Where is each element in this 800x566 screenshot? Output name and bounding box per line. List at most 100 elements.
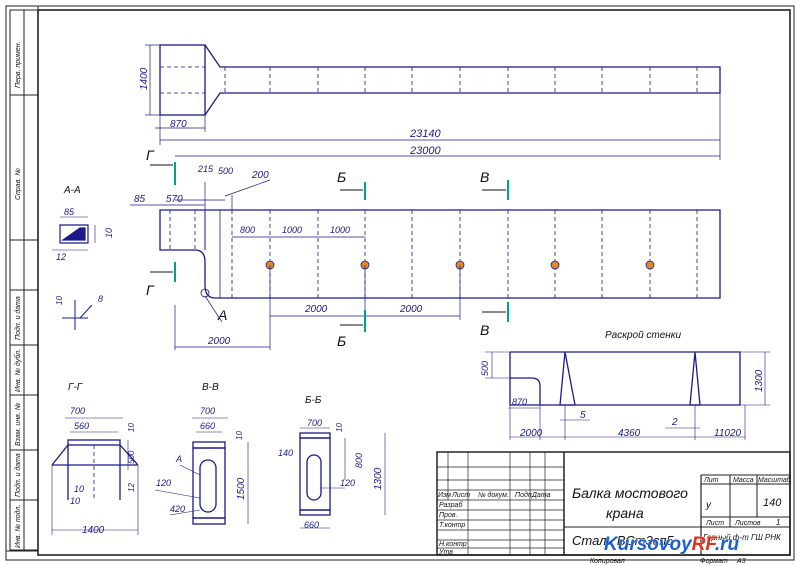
stamp-list: Лист <box>451 492 470 499</box>
vv-dim-700: 700 <box>200 406 215 416</box>
section-mark-g-bottom: Г <box>146 282 155 298</box>
side-stamp-label: Инв. № дубл. <box>14 349 22 392</box>
gg-dim-10-c: 10 <box>70 496 80 506</box>
section-vv-title: В-В <box>202 382 219 393</box>
dim-570: 570 <box>166 194 183 205</box>
razkroy-view <box>485 351 770 440</box>
dim-800: 800 <box>240 225 255 235</box>
mass-label: Масса <box>733 477 754 484</box>
aa-dim-12: 12 <box>56 252 66 262</box>
detail-weld <box>62 300 93 330</box>
section-mark-v-bottom: В <box>480 322 489 338</box>
razkroy-dim-870: 870 <box>512 397 527 407</box>
razkroy-dim-1300: 1300 <box>754 369 765 392</box>
stamp-tkontr: Т.контр <box>439 522 465 529</box>
side-stamp-label: Подп. и дата <box>14 296 22 340</box>
watermark-logo: KursovoyRF.ru <box>604 534 740 556</box>
scale-label: Масштаб <box>758 476 792 484</box>
dim-500: 500 <box>218 166 233 176</box>
copied-label: Копировал <box>590 558 625 565</box>
bb-dim-120: 120 <box>340 478 355 488</box>
side-stamp-label: Перв. примен. <box>15 41 22 88</box>
section-vv <box>154 417 249 525</box>
bb-dim-800: 800 <box>354 453 364 468</box>
dim-200: 200 <box>251 170 269 181</box>
stamp-prov: Пров. <box>439 512 458 519</box>
dim-870: 870 <box>170 119 187 130</box>
dim-2000-c: 2000 <box>207 336 231 347</box>
bb-dim-660: 660 <box>304 520 319 530</box>
side-stamp-label: Справ. № <box>15 168 22 200</box>
vv-dim-660: 660 <box>200 421 215 431</box>
sheets-count: 1 <box>776 518 780 527</box>
drawing-title-line1: Балка мостового <box>572 485 688 501</box>
watermark-part1: Kursovoy <box>604 534 693 555</box>
dim-2000-a: 2000 <box>304 304 328 315</box>
stamp-izm: Изм <box>438 492 451 499</box>
dim-23000: 23000 <box>409 145 441 157</box>
section-gg <box>51 417 139 535</box>
dim-23140: 23140 <box>409 128 441 140</box>
side-stamp-label: Подп. и дата <box>14 453 22 497</box>
section-mark-g-top: Г <box>146 147 155 163</box>
stamp-doc: № докум. <box>478 491 509 499</box>
sheet-label: Лист <box>705 520 724 527</box>
format-value: А3 <box>736 558 746 565</box>
section-mark-v-top: В <box>480 169 489 185</box>
dim-1000-a: 1000 <box>282 225 302 235</box>
vv-dim-120: 120 <box>156 478 171 488</box>
detail-dim-10: 10 <box>55 296 64 305</box>
svg-text:KursovoyRF.ru: KursovoyRF.ru <box>604 534 740 555</box>
dim-1000-b: 1000 <box>330 225 350 235</box>
gg-dim-560: 560 <box>74 421 89 431</box>
vv-dim-420: 420 <box>170 504 185 514</box>
stamp-row-labels: Изм Лист № докум. Подп. Дата Разраб Пров… <box>438 491 551 556</box>
stamp-razrab: Разраб <box>439 501 463 509</box>
section-aa <box>52 216 96 251</box>
razkroy-dim-11020: 11020 <box>714 428 742 439</box>
bb-dim-140: 140 <box>278 448 293 458</box>
section-gg-title: Г-Г <box>68 382 84 393</box>
title-block <box>436 451 791 556</box>
section-mark-b-bottom: Б <box>337 333 346 349</box>
section-aa-title: А-А <box>63 185 81 196</box>
organization: Горный ф-т ГШ РНК <box>703 533 782 542</box>
razkroy-title: Раскрой стенки <box>605 330 682 341</box>
stamp-nkontr: Н.контр <box>439 541 467 548</box>
gg-dim-700: 700 <box>70 406 85 416</box>
detail-mark-a: А <box>217 307 227 323</box>
watermark-part2: RF <box>692 534 719 555</box>
side-stamp-label: Инв. № подл. <box>14 505 22 548</box>
stamp-sign: Подп. <box>515 491 534 499</box>
vv-dim-10: 10 <box>235 431 244 440</box>
side-stamp-label: Взам. инв. № <box>15 402 22 446</box>
front-view <box>130 179 721 350</box>
section-markers <box>174 162 509 332</box>
side-stamp: Перв. примен. Справ. № Подп. и дата Инв.… <box>9 9 39 551</box>
section-bb <box>299 427 386 529</box>
scale-value: 140 <box>763 497 782 509</box>
razkroy-dim-4360: 4360 <box>618 428 641 439</box>
drawing-material: Сталь ВСт3сп5 <box>572 533 674 548</box>
section-mark-b-top: Б <box>337 169 346 185</box>
aa-dim-10: 10 <box>104 228 114 238</box>
lit-value: у <box>705 500 712 511</box>
gg-dim-500: 500 <box>127 450 136 464</box>
format-label: Формат <box>700 558 728 565</box>
razkroy-dim-2000: 2000 <box>519 428 543 439</box>
gg-dim-10: 10 <box>127 423 136 432</box>
gg-dim-12: 12 <box>127 483 136 492</box>
gg-dim-10-b: 10 <box>74 484 84 494</box>
drawing-title-line2: крана <box>606 505 644 521</box>
bb-dim-1300: 1300 <box>373 467 384 490</box>
bb-dim-700: 700 <box>307 418 322 428</box>
dim-85: 85 <box>134 194 146 205</box>
gg-dim-1400: 1400 <box>82 525 105 536</box>
aa-dim-85: 85 <box>64 207 75 217</box>
sheet-frame <box>5 5 795 561</box>
lit-label: Лит <box>703 477 719 484</box>
stamp-date: Дата <box>531 492 551 499</box>
razkroy-dim-500: 500 <box>480 361 490 376</box>
plan-view <box>145 44 721 160</box>
